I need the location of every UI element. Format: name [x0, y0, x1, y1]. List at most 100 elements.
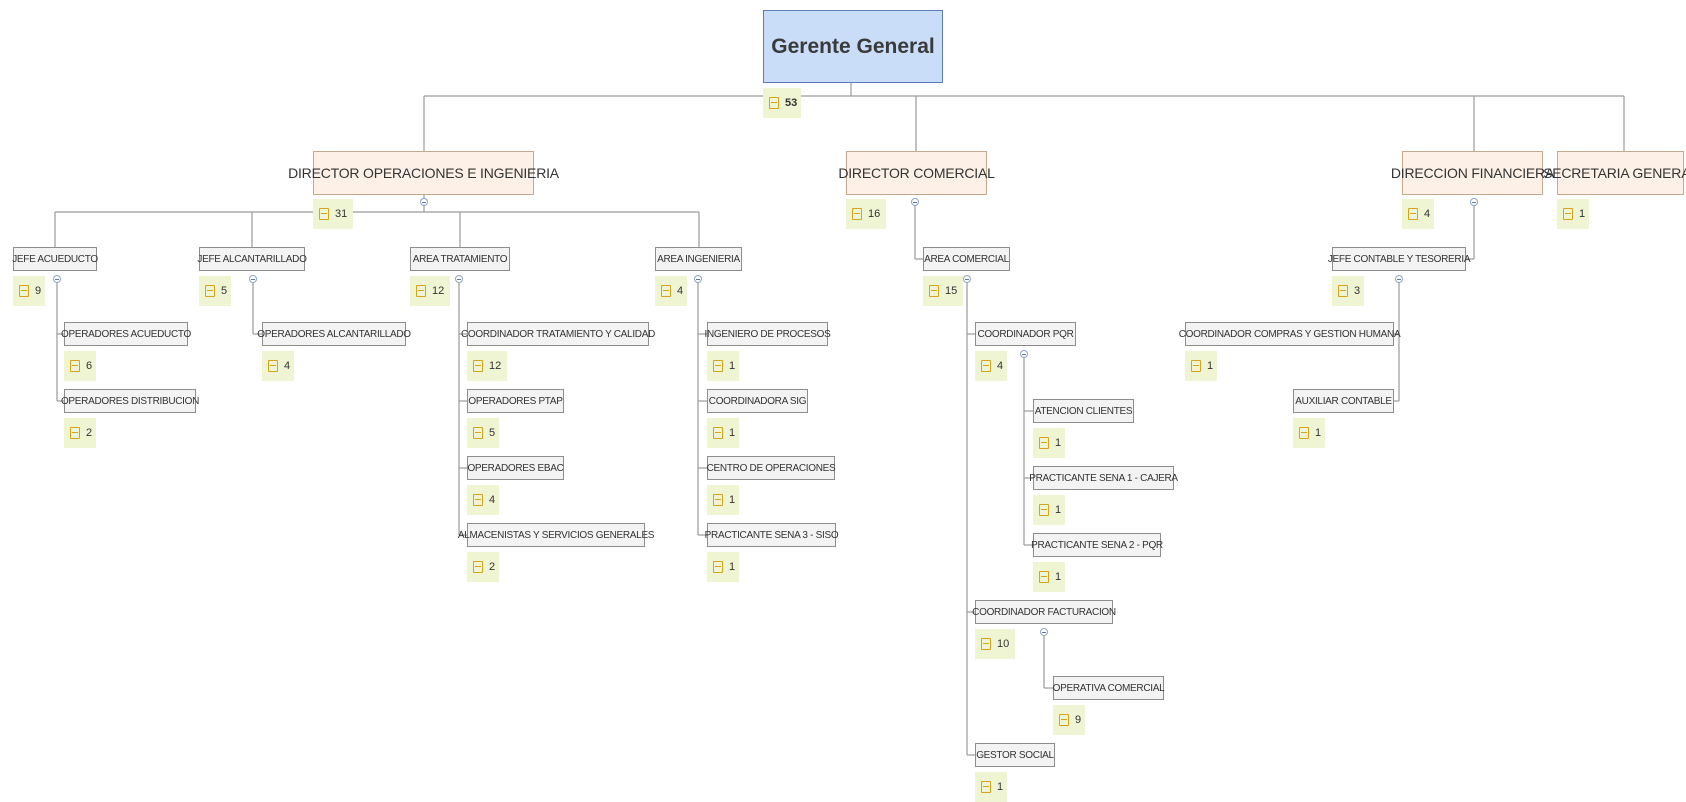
node-operativa-comercial[interactable]: OPERATIVA COMERCIAL — [1053, 676, 1165, 700]
collapse-toggle-jefe-acueducto[interactable] — [53, 275, 61, 283]
count-badge-coordinador-compras: 1 — [1185, 351, 1217, 381]
node-centro-operaciones[interactable]: CENTRO DE OPERACIONES — [707, 456, 836, 480]
headcount-icon — [1338, 285, 1348, 297]
headcount-icon — [929, 285, 939, 297]
headcount-icon — [416, 285, 426, 297]
node-operadores-ebac[interactable]: OPERADORES EBAC — [467, 456, 564, 480]
collapse-toggle-coordinador-facturacion[interactable] — [1040, 628, 1048, 636]
count-badge-operadores-ptap: 5 — [467, 418, 499, 448]
node-atencion-clientes[interactable]: ATENCION CLIENTES — [1033, 399, 1134, 423]
node-operadores-alcantarillado[interactable]: OPERADORES ALCANTARILLADO — [257, 322, 411, 346]
headcount-icon — [268, 360, 278, 372]
headcount-icon — [1299, 427, 1309, 439]
headcount-icon — [473, 427, 483, 439]
count-badge-coordinador-facturacion: 10 — [975, 629, 1015, 659]
collapse-toggle-director-comercial[interactable] — [911, 198, 919, 206]
headcount-icon — [473, 494, 483, 506]
count-value: 1 — [729, 360, 736, 372]
node-gestor-social[interactable]: GESTOR SOCIAL — [975, 743, 1055, 767]
headcount-icon — [852, 208, 862, 220]
node-coordinador-compras[interactable]: COORDINADOR COMPRAS Y GESTION HUMANA — [1179, 322, 1401, 346]
count-value: 4 — [677, 285, 684, 297]
count-badge-director-comercial: 16 — [846, 199, 886, 229]
node-director-operaciones[interactable]: DIRECTOR OPERACIONES E INGENIERIA — [288, 151, 559, 195]
count-value: 1 — [1055, 504, 1062, 516]
collapse-toggle-coordinador-pqr[interactable] — [1020, 350, 1028, 358]
count-badge-jefe-contable: 3 — [1332, 276, 1364, 306]
headcount-icon — [713, 360, 723, 372]
collapse-toggle-jefe-contable[interactable] — [1395, 275, 1403, 283]
headcount-icon — [1059, 714, 1069, 726]
collapse-toggle-director-operaciones[interactable] — [420, 198, 428, 206]
node-practicante-sena-2[interactable]: PRACTICANTE SENA 2 - PQR — [1031, 533, 1163, 557]
node-practicante-sena-3[interactable]: PRACTICANTE SENA 3 - SISO — [705, 523, 839, 547]
node-operadores-ptap[interactable]: OPERADORES PTAP — [467, 389, 564, 413]
node-coordinadora-sig[interactable]: COORDINADORA SIG — [707, 389, 808, 413]
node-auxiliar-contable[interactable]: AUXILIAR CONTABLE — [1293, 389, 1394, 413]
count-value: 1 — [997, 781, 1004, 793]
count-value: 12 — [489, 360, 502, 372]
headcount-icon — [70, 360, 80, 372]
count-badge-operadores-ebac: 4 — [467, 485, 499, 515]
count-value: 2 — [489, 561, 496, 573]
count-value: 1 — [729, 561, 736, 573]
count-value: 6 — [86, 360, 93, 372]
collapse-toggle-area-comercial[interactable] — [963, 275, 971, 283]
headcount-icon — [769, 97, 779, 109]
node-area-ingenieria[interactable]: AREA INGENIERIA — [655, 247, 742, 271]
count-value: 2 — [86, 427, 93, 439]
count-value: 4 — [489, 494, 496, 506]
count-badge-centro-operaciones: 1 — [707, 485, 739, 515]
count-badge-operadores-acueducto: 6 — [64, 351, 96, 381]
headcount-icon — [713, 427, 723, 439]
count-value: 1 — [729, 494, 736, 506]
node-almacenistas[interactable]: ALMACENISTAS Y SERVICIOS GENERALES — [458, 523, 654, 547]
node-secretaria-general[interactable]: SECRETARIA GENERAL — [1543, 151, 1686, 195]
count-value: 4 — [997, 360, 1004, 372]
count-badge-practicante-sena-3: 1 — [707, 552, 739, 582]
count-badge-area-ingenieria: 4 — [655, 276, 687, 306]
headcount-icon — [473, 360, 483, 372]
count-badge-jefe-acueducto: 9 — [13, 276, 45, 306]
count-badge-gestor-social: 1 — [975, 772, 1007, 802]
node-direccion-financiera[interactable]: DIRECCION FINANCIERA — [1391, 151, 1554, 195]
count-value: 31 — [335, 208, 348, 220]
node-jefe-acueducto[interactable]: JEFE ACUEDUCTO — [12, 247, 98, 271]
node-ingeniero-procesos[interactable]: INGENIERO DE PROCESOS — [705, 322, 831, 346]
node-director-comercial[interactable]: DIRECTOR COMERCIAL — [838, 151, 995, 195]
node-area-comercial[interactable]: AREA COMERCIAL — [923, 247, 1010, 271]
node-area-tratamiento[interactable]: AREA TRATAMIENTO — [410, 247, 510, 271]
headcount-icon — [319, 208, 329, 220]
collapse-toggle-area-ingenieria[interactable] — [694, 275, 702, 283]
node-gerente-general[interactable]: Gerente General — [763, 10, 943, 83]
collapse-toggle-area-tratamiento[interactable] — [455, 275, 463, 283]
count-value: 1 — [1579, 208, 1586, 220]
node-jefe-contable[interactable]: JEFE CONTABLE Y TESORERIA — [1328, 247, 1470, 271]
node-operadores-distribucion[interactable]: OPERADORES DISTRIBUCION — [61, 389, 199, 413]
node-operadores-acueducto[interactable]: OPERADORES ACUEDUCTO — [61, 322, 191, 346]
node-coordinador-tratamiento[interactable]: COORDINADOR TRATAMIENTO Y CALIDAD — [461, 322, 655, 346]
node-jefe-alcantarillado[interactable]: JEFE ALCANTARILLADO — [197, 247, 307, 271]
count-badge-auxiliar-contable: 1 — [1293, 418, 1325, 448]
collapse-toggle-jefe-alcantarillado[interactable] — [249, 275, 257, 283]
count-value: 4 — [1424, 208, 1431, 220]
headcount-icon — [661, 285, 671, 297]
count-value: 12 — [432, 285, 445, 297]
headcount-icon — [1191, 360, 1201, 372]
node-practicante-sena-1[interactable]: PRACTICANTE SENA 1 - CAJERA — [1029, 466, 1178, 490]
count-badge-almacenistas: 2 — [467, 552, 499, 582]
headcount-icon — [981, 360, 991, 372]
count-value: 1 — [1055, 571, 1062, 583]
count-value: 9 — [35, 285, 42, 297]
collapse-toggle-direccion-financiera[interactable] — [1470, 198, 1478, 206]
node-coordinador-pqr[interactable]: COORDINADOR PQR — [975, 322, 1076, 346]
node-coordinador-facturacion[interactable]: COORDINADOR FACTURACION — [972, 600, 1116, 624]
count-value: 53 — [785, 97, 798, 109]
count-badge-jefe-alcantarillado: 5 — [199, 276, 231, 306]
headcount-icon — [473, 561, 483, 573]
headcount-icon — [981, 638, 991, 650]
count-badge-operadores-alcantarillado: 4 — [262, 351, 294, 381]
count-value: 10 — [997, 638, 1010, 650]
